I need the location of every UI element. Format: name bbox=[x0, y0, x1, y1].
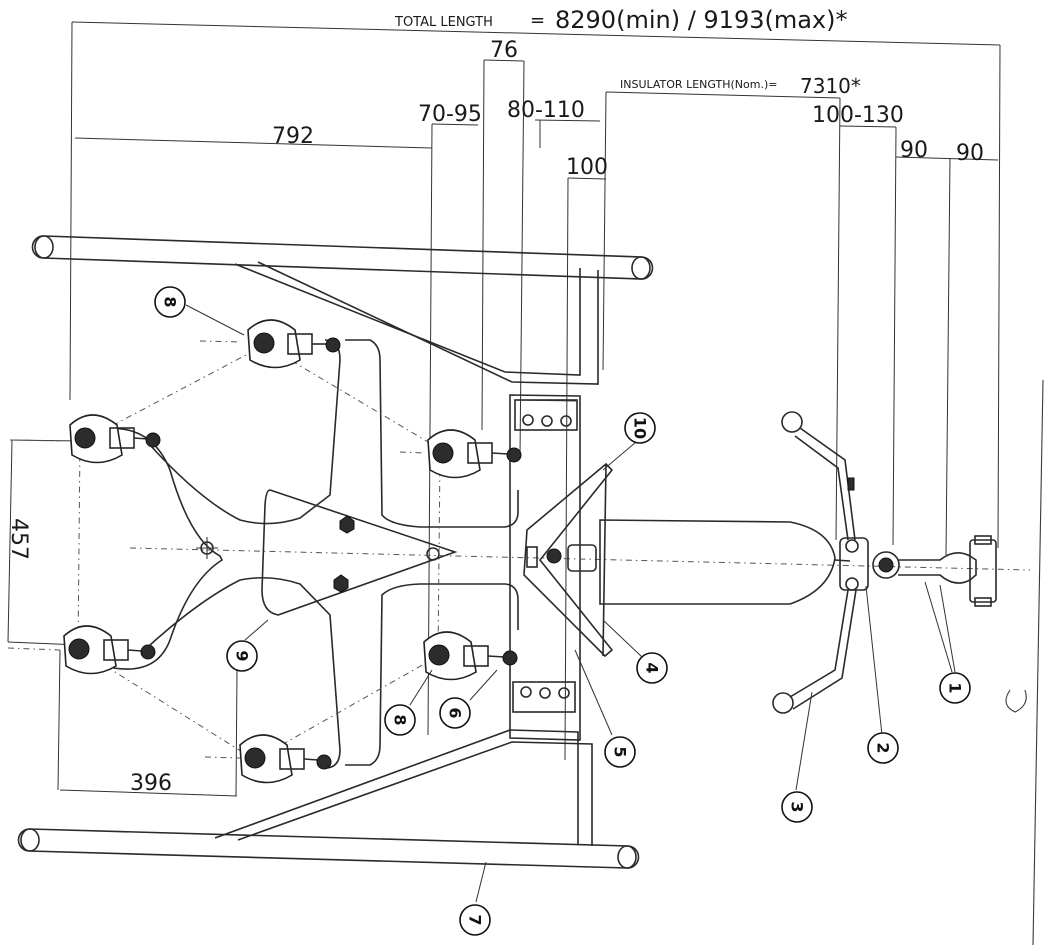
callout-6: 6 bbox=[439, 697, 471, 729]
insulator-length-label: INSULATOR LENGTH(Nom.)= bbox=[620, 78, 777, 91]
svg-text:2: 2 bbox=[874, 742, 893, 753]
insulator-length-value: 7310* bbox=[800, 74, 861, 98]
yoke-bracket bbox=[509, 394, 581, 741]
bottom-grading-ring bbox=[17, 828, 640, 869]
callout-4: 4 bbox=[636, 652, 668, 684]
dimension-lines bbox=[7, 21, 1001, 797]
bundle-construction-lines bbox=[7, 340, 1031, 761]
top-grading-ring bbox=[31, 235, 654, 280]
svg-text:4: 4 bbox=[643, 662, 662, 673]
total-length-value: 8290(min) / 9193(max)* bbox=[555, 6, 848, 34]
callout-8-top: 8 bbox=[154, 286, 186, 318]
svg-text:10: 10 bbox=[631, 417, 650, 439]
svg-text:9: 9 bbox=[233, 650, 252, 661]
callout-5: 5 bbox=[604, 736, 636, 768]
callout-8-bottom: 8 bbox=[384, 704, 416, 736]
dim-792: 792 bbox=[272, 124, 314, 149]
corona-ring-yoke bbox=[523, 462, 614, 658]
dim-90-a: 90 bbox=[900, 138, 928, 163]
svg-text:3: 3 bbox=[788, 801, 807, 812]
sheet-edge bbox=[1032, 379, 1044, 946]
suspension-clamp-lower-left bbox=[63, 625, 156, 675]
dim-457: 457 bbox=[6, 518, 31, 560]
svg-text:1: 1 bbox=[946, 682, 965, 693]
callout-2: 2 bbox=[867, 732, 899, 764]
svg-text:5: 5 bbox=[611, 746, 630, 757]
scan-mark bbox=[1005, 689, 1027, 713]
socket-clevis bbox=[839, 537, 900, 591]
callout-10: 10 bbox=[624, 412, 656, 444]
arcing-horns bbox=[772, 411, 857, 714]
svg-text:7: 7 bbox=[466, 914, 485, 925]
dim-80-110: 80-110 bbox=[507, 98, 585, 123]
callout-3: 3 bbox=[781, 791, 813, 823]
svg-text:6: 6 bbox=[446, 707, 465, 718]
callout-7: 7 bbox=[459, 904, 491, 936]
dim-100: 100 bbox=[566, 155, 608, 180]
total-length-equals: = bbox=[530, 10, 545, 31]
callout-1: 1 bbox=[939, 672, 971, 704]
dimension-labels: TOTAL LENGTH = 8290(min) / 9193(max)* IN… bbox=[6, 6, 984, 796]
anchor-shackle bbox=[898, 535, 997, 607]
suspension-clamp-top bbox=[247, 319, 341, 369]
svg-text:8: 8 bbox=[161, 296, 180, 307]
suspension-clamp-bottom bbox=[239, 734, 332, 784]
dim-396: 396 bbox=[130, 771, 172, 796]
suspension-clamp-upper-left bbox=[69, 414, 161, 464]
suspension-clamp-mid-lower bbox=[423, 631, 518, 681]
ring-support-arms bbox=[214, 261, 599, 846]
leader-lines bbox=[185, 304, 956, 903]
total-length-label: TOTAL LENGTH bbox=[394, 15, 493, 30]
suspension-clamp-mid-upper bbox=[427, 429, 522, 479]
dim-70-95: 70-95 bbox=[418, 102, 482, 127]
svg-text:8: 8 bbox=[391, 714, 410, 725]
dim-76: 76 bbox=[490, 38, 518, 63]
dim-90-b: 90 bbox=[956, 141, 984, 166]
composite-insulator bbox=[599, 519, 851, 605]
dim-100-130: 100-130 bbox=[812, 103, 904, 128]
callout-9: 9 bbox=[226, 640, 258, 672]
